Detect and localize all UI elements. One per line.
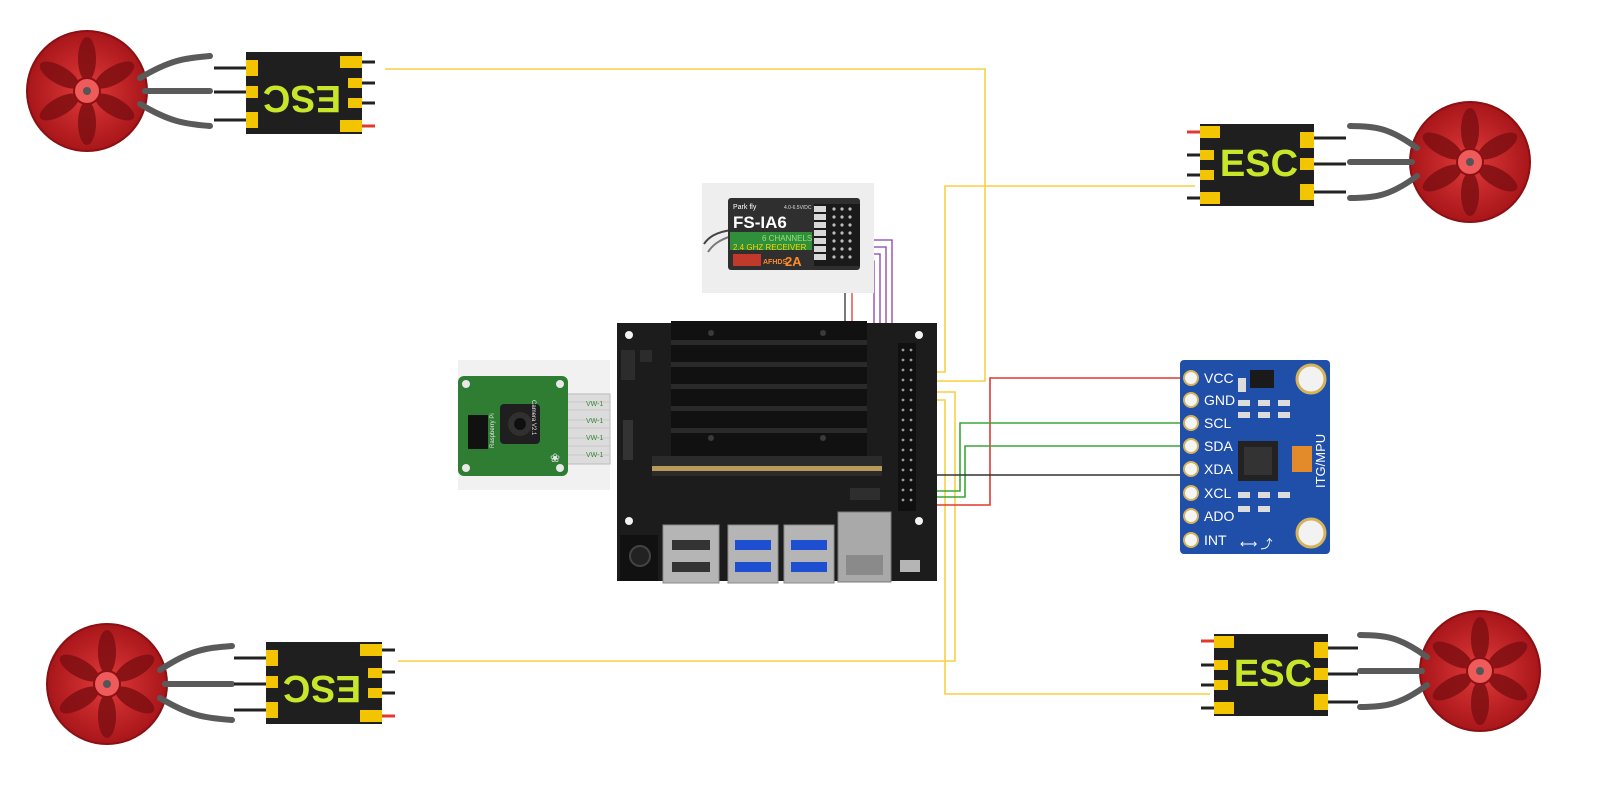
wire-imu-sda [920, 445, 1190, 498]
imu-pin-pads [1183, 370, 1199, 548]
receiver-band: 2.4 GHZ RECEIVER [733, 243, 807, 252]
usb2-port [662, 524, 720, 584]
imu-side-label: ITG/MPU [1313, 434, 1328, 488]
motor-top-right [1409, 101, 1531, 223]
camera-ribbon-cable: VW-1 VW-1 VW-1 VW-1 [564, 393, 611, 465]
heatsink [671, 321, 867, 458]
esc-label-top-left: ESC [263, 77, 341, 119]
imu-wires [920, 377, 1190, 506]
wire-esc-bottom-right [935, 399, 1210, 695]
axis-arrows-icon: ⟷ ⤴ [1240, 536, 1273, 551]
camera-brand: Raspberry Pi [490, 413, 496, 448]
jetson-board [617, 321, 937, 584]
camera-title: Camera V2.1 [530, 400, 536, 436]
ethernet-port [837, 511, 892, 583]
esc-top-left: ESC [214, 52, 375, 134]
wire-imu-vcc [920, 377, 1190, 506]
receiver-protocol: AFHDS [763, 259, 787, 266]
receiver-pin-header [814, 204, 860, 266]
motor-leads-top-right [1347, 123, 1420, 201]
imu-pin-sda: SDA [1204, 438, 1233, 454]
esc-bottom-right: ESC [1201, 634, 1358, 716]
imu-pin-scl: SCL [1204, 415, 1231, 431]
camera-module: VW-1 VW-1 VW-1 VW-1 Camera V2.1 Raspberr… [458, 360, 611, 490]
gpio-header [898, 343, 916, 511]
esc-label-top-right: ESC [1220, 143, 1298, 185]
esc-top-right: ESC [1187, 124, 1346, 206]
motor-leads-bottom-left [157, 643, 235, 723]
receiver-brand: Park fly [733, 204, 757, 211]
motor-leads-top-left [137, 53, 213, 129]
esc-signal-wires [385, 68, 1210, 695]
imu-pin-gnd: GND [1204, 392, 1235, 408]
ribbon-label-3: VW-1 [586, 435, 603, 442]
receiver-channels: 6 CHANNELS [762, 234, 812, 243]
usb3-port-2 [783, 524, 835, 584]
receiver-model: FS-IA6 [733, 213, 787, 232]
wire-esc-top-left [385, 68, 986, 382]
receiver-version: 2A [785, 254, 802, 269]
motor-bottom-left [46, 623, 168, 745]
imu-pin-xcl: XCL [1204, 485, 1231, 501]
imu-module: VCC GND SCL SDA XDA XCL ADO INT ITG/MPU … [1180, 360, 1330, 554]
imu-pin-vcc: VCC [1204, 370, 1234, 386]
rc-receiver: Park fly 4.0-6.5V/DC FS-IA6 6 CHANNELS 2… [702, 183, 874, 293]
usb3-port-1 [727, 524, 779, 584]
imu-pin-xda: XDA [1204, 461, 1233, 477]
receiver-voltage: 4.0-6.5V/DC [784, 205, 812, 211]
ribbon-label-1: VW-1 [586, 401, 603, 408]
wire-esc-bottom-left [398, 391, 956, 662]
ribbon-label-2: VW-1 [586, 418, 603, 425]
esc-bottom-left: ESC [234, 642, 395, 724]
motor-leads-bottom-right [1357, 632, 1430, 710]
esc-label-bottom-left: ESC [283, 667, 361, 709]
power-jack [620, 535, 658, 581]
imu-pin-int: INT [1204, 532, 1227, 548]
ribbon-label-4: VW-1 [586, 452, 603, 459]
motor-bottom-right [1419, 610, 1541, 732]
imu-pin-ado: ADO [1204, 508, 1234, 524]
wire-imu-scl [920, 422, 1190, 492]
raspberry-logo-icon: ❀ [550, 451, 560, 465]
esc-label-bottom-right: ESC [1234, 653, 1312, 695]
motor-top-left [26, 30, 148, 152]
wire-esc-top-right [935, 185, 1195, 373]
